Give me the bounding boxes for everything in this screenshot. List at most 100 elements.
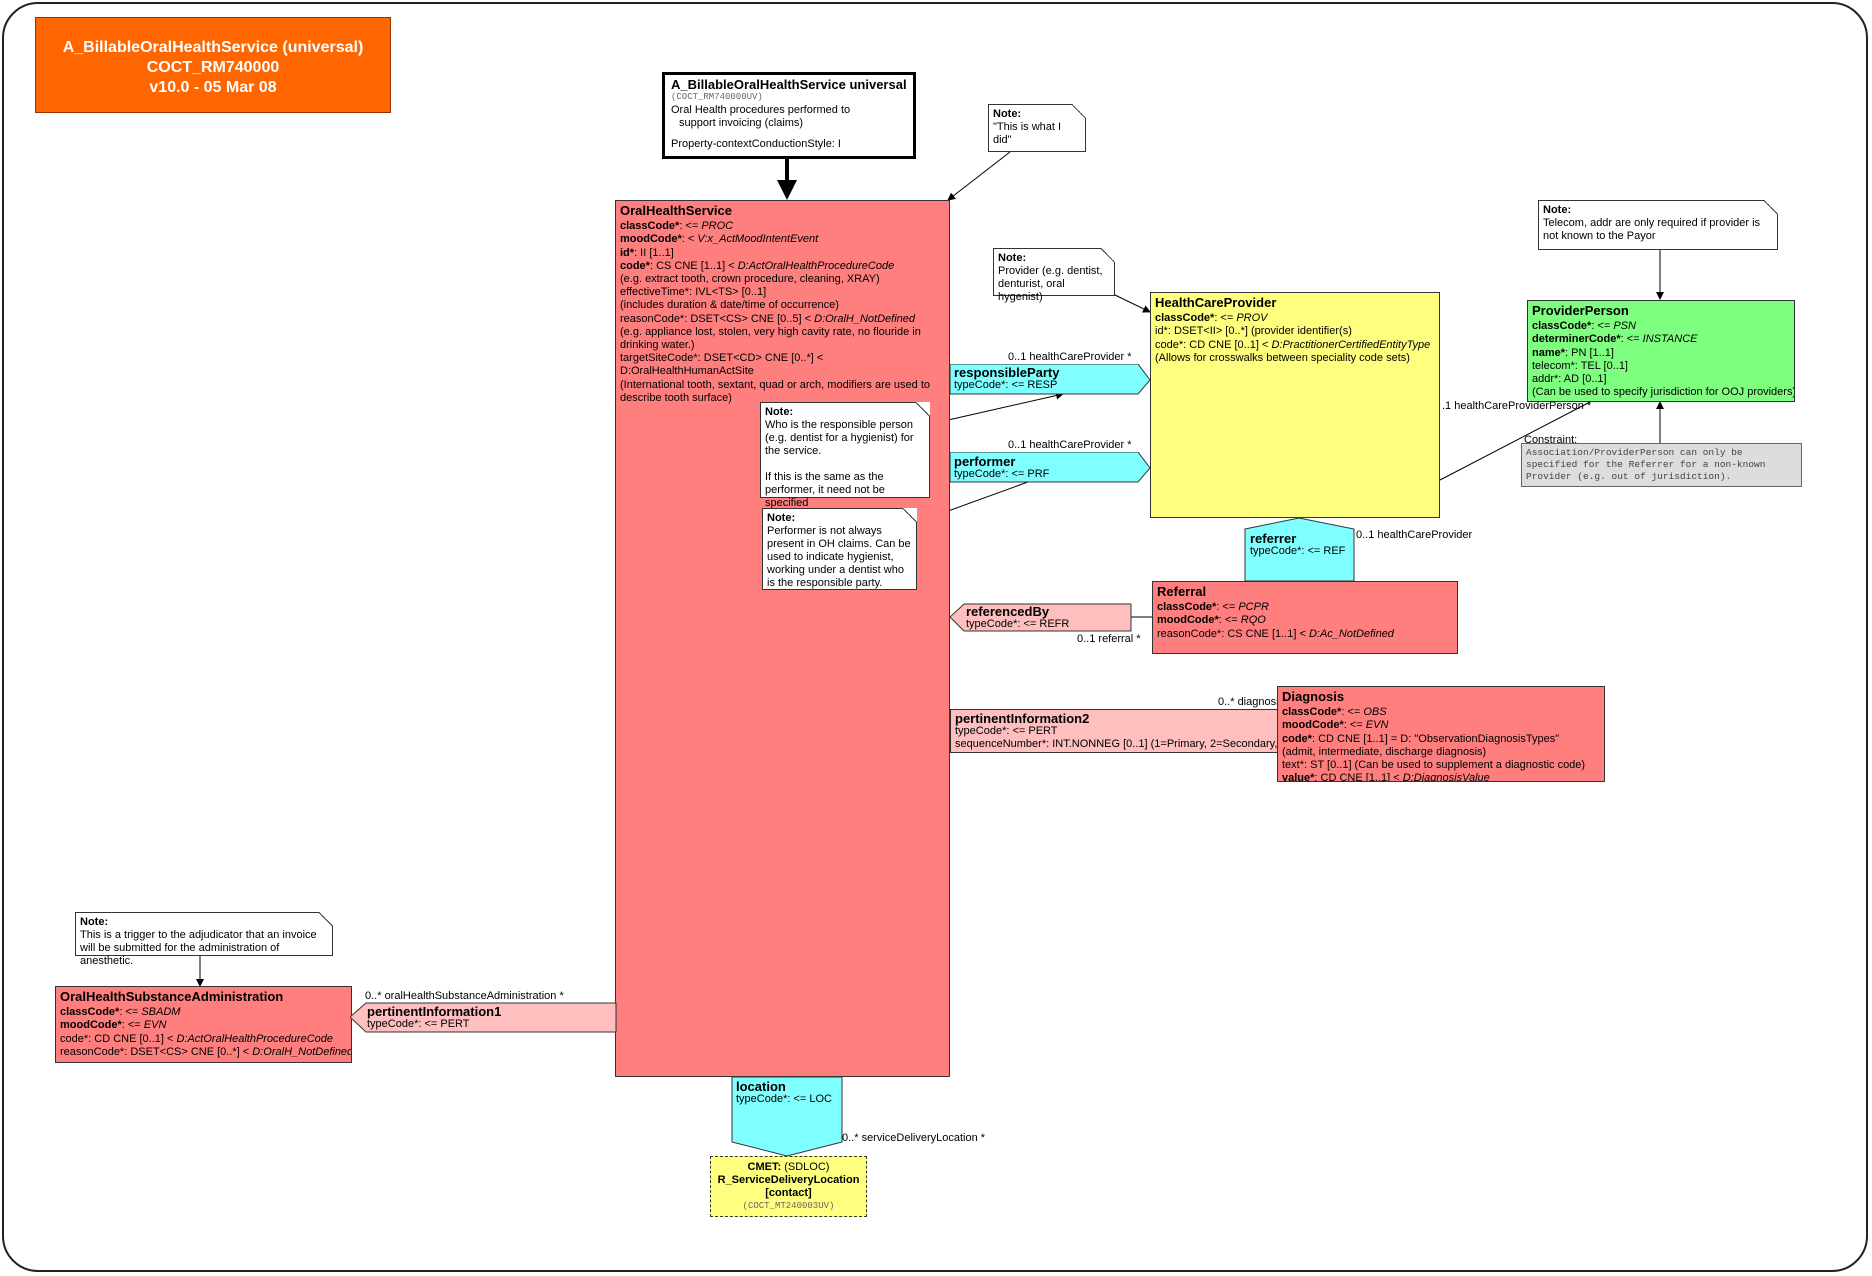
responsible-party-assoc: responsibleParty typeCode*: <= RESP: [954, 366, 1060, 392]
class-attribute: id*: II [1..1]: [620, 246, 674, 259]
location-name: location: [736, 1079, 786, 1094]
class-attribute: reasonCode*: DSET<CS> CNE [0..*] < D:Ora…: [60, 1045, 352, 1058]
title-line-2: COCT_RM740000: [146, 59, 280, 76]
class-attribute: id*: DSET<II> [0..*] (provider identifie…: [1155, 325, 1352, 338]
class-attribute: moodCode*: < V:x_ActMoodIntentEvent: [620, 233, 819, 246]
referenced-by-card: 0..1 referral *: [1077, 633, 1141, 645]
class-attribute: moodCode*: <= EVN: [60, 1019, 167, 1032]
class-attribute: value*: CD CNE [1..1] < D:DiagnosisValue: [1282, 772, 1490, 782]
class-attribute: code*: CD CNE [0..1] < D:ActOralHealthPr…: [60, 1032, 333, 1045]
entry-point-style: Property-contextConductionStyle: I: [671, 138, 841, 150]
note-responsible: Note: Who is the responsible person (e.g…: [760, 402, 930, 509]
class-attribute: moodCode*: <= EVN: [1282, 719, 1389, 732]
substance-admin-name: OralHealthSubstanceAdministration: [60, 989, 284, 1004]
class-attribute: text*: ST [0..1] (Can be used to supplem…: [1282, 759, 1586, 772]
diagram-title: A_BillableOralHealthService (universal) …: [35, 17, 391, 113]
class-attribute: classCode*: <= PCPR: [1157, 601, 1269, 614]
class-attribute: addr*: AD [0..1]: [1532, 373, 1607, 386]
referenced-by-name: referencedBy: [966, 604, 1050, 619]
note-text: "This is what I did": [993, 121, 1062, 146]
note-telecom: Note: Telecom, addr are only required if…: [1538, 200, 1778, 250]
oral-health-service-name: OralHealthService: [620, 203, 733, 218]
referrer-assoc-shape[interactable]: [1244, 517, 1356, 583]
substance-admin-class[interactable]: OralHealthSubstanceAdministration classC…: [55, 986, 352, 1063]
pertinent1-type: typeCode*: <= PERT: [367, 1018, 470, 1030]
pertinent2-card: 0..* diagnosis: [1218, 696, 1285, 708]
class-attribute: reasonCode*: CS CNE [1..1] < D:Ac_NotDef…: [1157, 627, 1394, 640]
note-text: Who is the responsible person (e.g. dent…: [765, 419, 914, 457]
note-text-2: If this is the same as the performer, it…: [765, 471, 885, 509]
provider-person-name: ProviderPerson: [1532, 303, 1629, 318]
note-head: Note:: [993, 108, 1022, 120]
responsible-party-name: responsibleParty: [954, 365, 1060, 380]
performer-card: 0..1 healthCareProvider *: [1008, 439, 1132, 451]
entry-point-box[interactable]: A_BillableOralHealthService universal (C…: [662, 72, 916, 159]
class-attribute: drinking water.): [620, 339, 695, 352]
class-attribute: classCode*: <= PROV: [1155, 312, 1268, 325]
class-attribute: (includes duration & date/time of occurr…: [620, 299, 839, 312]
pertinent1-assoc-shape[interactable]: [350, 1002, 617, 1034]
class-attribute: moodCode*: <= RQO: [1157, 614, 1266, 627]
provider-person-card: .1 healthCareProviderPerson *: [1442, 400, 1592, 412]
class-attribute: (International tooth, sextant, quad or a…: [620, 378, 931, 391]
note-text: Performer is not always present in OH cl…: [767, 525, 911, 589]
class-attribute: code*: CD CNE [0..1] < D:PractitionerCer…: [1155, 338, 1431, 351]
referenced-by-assoc-shape[interactable]: [950, 603, 1132, 633]
note-text: Provider (e.g. dentist, denturist, oral …: [998, 265, 1103, 303]
performer-assoc-shape[interactable]: [950, 452, 1152, 484]
pertinent2-type: typeCode*: <= PERT: [955, 725, 1058, 737]
location-assoc: location typeCode*: <= LOC: [736, 1080, 832, 1106]
provider-person-link: [1439, 401, 1591, 481]
class-attribute: D:OralHealthHumanActSite: [620, 365, 754, 378]
class-attribute: (e.g. appliance lost, stolen, very high …: [620, 325, 921, 338]
note-text: Telecom, addr are only required if provi…: [1543, 217, 1761, 242]
referrer-assoc: referrer typeCode*: <= REF: [1250, 532, 1345, 558]
responsible-party-assoc-shape[interactable]: [950, 364, 1152, 396]
title-line-3: v10.0 - 05 Mar 08: [149, 79, 277, 96]
entry-point-desc-1: Oral Health procedures performed to: [671, 104, 851, 116]
pertinent2-assoc[interactable]: pertinentInformation2 typeCode*: <= PERT…: [950, 709, 1280, 753]
cmet-label: CMET:: [747, 1161, 782, 1173]
referrer-type: typeCode*: <= REF: [1250, 545, 1346, 557]
referrer-name: referrer: [1250, 531, 1297, 546]
class-attribute: code*: CS CNE [1..1] < D:ActOralHealthPr…: [620, 259, 895, 272]
referenced-by-assoc: referencedBy typeCode*: <= REFR: [966, 605, 1069, 631]
note-fold-icon: [1101, 248, 1115, 262]
class-attribute: name*: PN [1..1]: [1532, 346, 1614, 359]
pertinent1-assoc: pertinentInformation1 typeCode*: <= PERT: [367, 1005, 501, 1031]
class-attribute: classCode*: <= SBADM: [60, 1006, 181, 1019]
cmet-sdloc: (SDLOC): [781, 1161, 830, 1173]
pertinent1-card: 0..* oralHealthSubstanceAdministration *: [365, 990, 564, 1002]
note-head: Note:: [998, 252, 1027, 264]
title-line-1: A_BillableOralHealthService (universal): [62, 39, 364, 56]
performer-assoc: performer typeCode*: <= PRF: [954, 455, 1049, 481]
pertinent1-name: pertinentInformation1: [367, 1004, 502, 1019]
class-attribute: targetSiteCode*: DSET<CD> CNE [0..*] <: [620, 352, 824, 365]
performer-name: performer: [954, 454, 1016, 469]
note-head: Note:: [767, 512, 796, 524]
location-card: 0..* serviceDeliveryLocation *: [842, 1132, 986, 1144]
note-what-i-did-line: [947, 151, 1011, 201]
entry-point-name: A_BillableOralHealthService universal: [671, 77, 907, 92]
note-fold-icon: [903, 508, 917, 522]
class-attribute: effectiveTime*: IVL<TS> [0..1]: [620, 286, 767, 299]
note-performer: Note: Performer is not always present in…: [762, 508, 917, 590]
responsible-party-card: 0..1 healthCareProvider *: [1008, 351, 1132, 363]
health-care-provider-name: HealthCareProvider: [1155, 295, 1277, 310]
entry-arrow-head: [777, 180, 797, 200]
class-attribute: (Can be used to specify jurisdiction for…: [1532, 386, 1795, 399]
referral-name: Referral: [1157, 584, 1207, 599]
cmet-service-delivery-location[interactable]: CMET: (SDLOC) R_ServiceDeliveryLocation …: [710, 1156, 867, 1217]
location-assoc-shape[interactable]: [731, 1076, 844, 1157]
